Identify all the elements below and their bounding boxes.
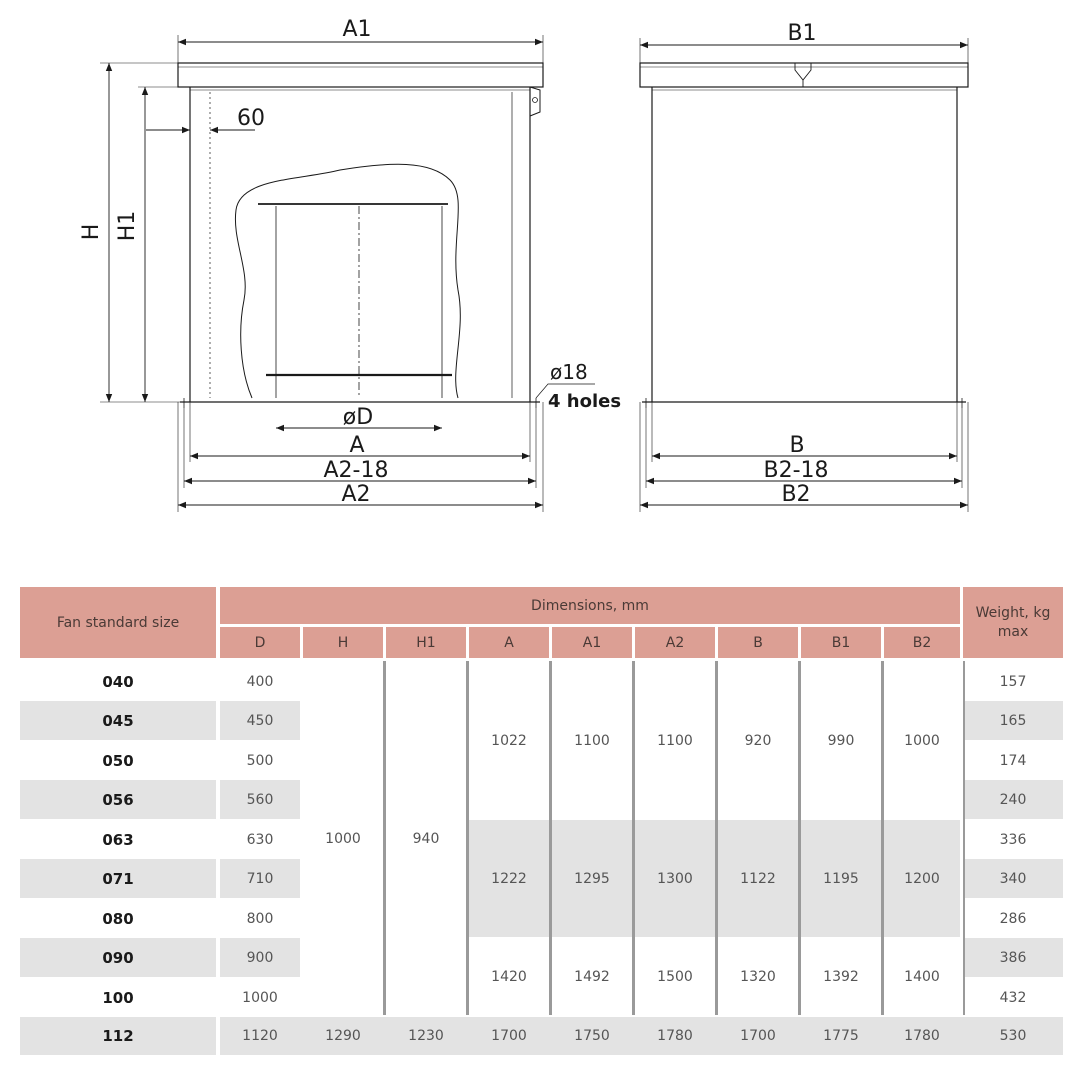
cell-a1-group3: 1492 xyxy=(574,969,610,985)
weight-header-line2: max xyxy=(997,623,1029,640)
label-a2-18: A2-18 xyxy=(324,458,389,483)
cell-b1-group3: 1392 xyxy=(823,969,859,985)
cell-b1-group2: 1195 xyxy=(823,870,859,887)
cell-weight: 340 xyxy=(999,870,1027,887)
cell-a-group2: 1222 xyxy=(491,870,527,887)
cell-weight: 336 xyxy=(999,831,1027,848)
label-h: H xyxy=(79,224,104,241)
cell-weight: 386 xyxy=(999,949,1027,966)
technical-drawing: A1 B1 H H1 60 øD A A2-18 A2 B B2-18 B2 ø… xyxy=(79,17,969,512)
cell-a-group3: 1420 xyxy=(491,969,527,985)
cell-weight: 286 xyxy=(999,910,1027,927)
col-header-h1: H1 xyxy=(386,627,466,658)
front-view xyxy=(100,35,595,512)
cell-b-group2: 1122 xyxy=(740,870,776,887)
cell-a2-112: 1780 xyxy=(657,1028,693,1044)
cell-weight: 157 xyxy=(999,673,1027,690)
cell-h1-112: 1230 xyxy=(408,1028,444,1044)
cell-b-112: 1700 xyxy=(740,1028,776,1044)
table-row-size: 045 xyxy=(102,711,134,730)
cell-b2-group1: 1000 xyxy=(904,732,940,749)
label-a1: A1 xyxy=(342,17,371,42)
cell-d: 710 xyxy=(246,870,274,887)
table-row-size: 040 xyxy=(102,672,134,691)
cell-d: 400 xyxy=(246,673,274,690)
label-h1: H1 xyxy=(115,211,140,242)
col-header-a2: A2 xyxy=(635,627,715,658)
cell-weight: 174 xyxy=(999,752,1027,769)
table-row-size: 100 xyxy=(102,988,134,1007)
cell-b-group3: 1320 xyxy=(740,969,776,985)
cell-d: 560 xyxy=(246,791,274,808)
label-phi-d: øD xyxy=(343,405,373,430)
label-b2: B2 xyxy=(781,482,810,507)
cell-b-group1: 920 xyxy=(744,732,772,749)
cell-b1-112: 1775 xyxy=(823,1028,859,1044)
table-row-size: 071 xyxy=(102,869,134,888)
table-row-size: 063 xyxy=(102,830,134,849)
dimensions-header: Dimensions, mm xyxy=(220,587,960,624)
table-row-size: 090 xyxy=(102,948,134,967)
label-b: B xyxy=(789,433,804,458)
table-row-size: 080 xyxy=(102,909,134,928)
col-header-b2: B2 xyxy=(884,627,960,658)
col-header-b: B xyxy=(718,627,798,658)
col-header-a1: A1 xyxy=(552,627,632,658)
cell-b2-group3: 1400 xyxy=(904,969,940,985)
cell-d: 1120 xyxy=(242,1028,278,1044)
cell-a2-group1: 1100 xyxy=(657,732,693,749)
label-phi18: ø18 xyxy=(550,360,588,384)
cell-a-112: 1700 xyxy=(491,1028,527,1044)
size-header: Fan standard size xyxy=(20,587,216,658)
weight-header-line1: Weight, kg xyxy=(975,604,1051,621)
cell-weight: 240 xyxy=(999,791,1027,808)
cell-weight: 165 xyxy=(999,712,1027,729)
label-b1: B1 xyxy=(787,21,816,46)
cell-b1-group1: 990 xyxy=(827,732,855,749)
cell-h-merged: 1000 xyxy=(325,830,361,847)
col-header-b1: B1 xyxy=(801,627,881,658)
weight-header: Weight, kg max xyxy=(963,587,1063,658)
table-row-size: 050 xyxy=(102,751,134,770)
cell-d: 630 xyxy=(246,831,274,848)
cell-a1-112: 1750 xyxy=(574,1028,610,1044)
col-header-a: A xyxy=(469,627,549,658)
cell-b2-112: 1780 xyxy=(904,1028,940,1044)
cell-a2-group3: 1500 xyxy=(657,969,693,985)
table-row-size: 112 xyxy=(102,1027,134,1045)
side-view xyxy=(639,38,969,512)
cell-h1-merged: 940 xyxy=(412,830,440,847)
cell-d: 450 xyxy=(246,712,274,729)
cell-a-group1: 1022 xyxy=(491,732,527,749)
cell-d: 800 xyxy=(246,910,274,927)
cell-a1-group2: 1295 xyxy=(574,870,610,887)
cell-weight: 432 xyxy=(999,989,1027,1006)
label-b2-18: B2-18 xyxy=(763,458,828,483)
cell-d: 900 xyxy=(246,949,274,966)
cell-d: 1000 xyxy=(242,989,278,1006)
table-row-size: 056 xyxy=(102,790,134,809)
cell-b2-group2: 1200 xyxy=(904,870,940,887)
cell-weight: 530 xyxy=(999,1028,1027,1044)
label-a2: A2 xyxy=(341,482,370,507)
label-a: A xyxy=(349,433,364,458)
col-header-h: H xyxy=(303,627,383,658)
cell-a1-group1: 1100 xyxy=(574,732,610,749)
cell-d: 500 xyxy=(246,752,274,769)
label-60: 60 xyxy=(237,106,265,131)
cell-h-112: 1290 xyxy=(325,1028,361,1044)
col-header-d: D xyxy=(220,627,300,658)
cell-a2-group2: 1300 xyxy=(657,870,693,887)
label-holes: 4 holes xyxy=(548,391,621,412)
